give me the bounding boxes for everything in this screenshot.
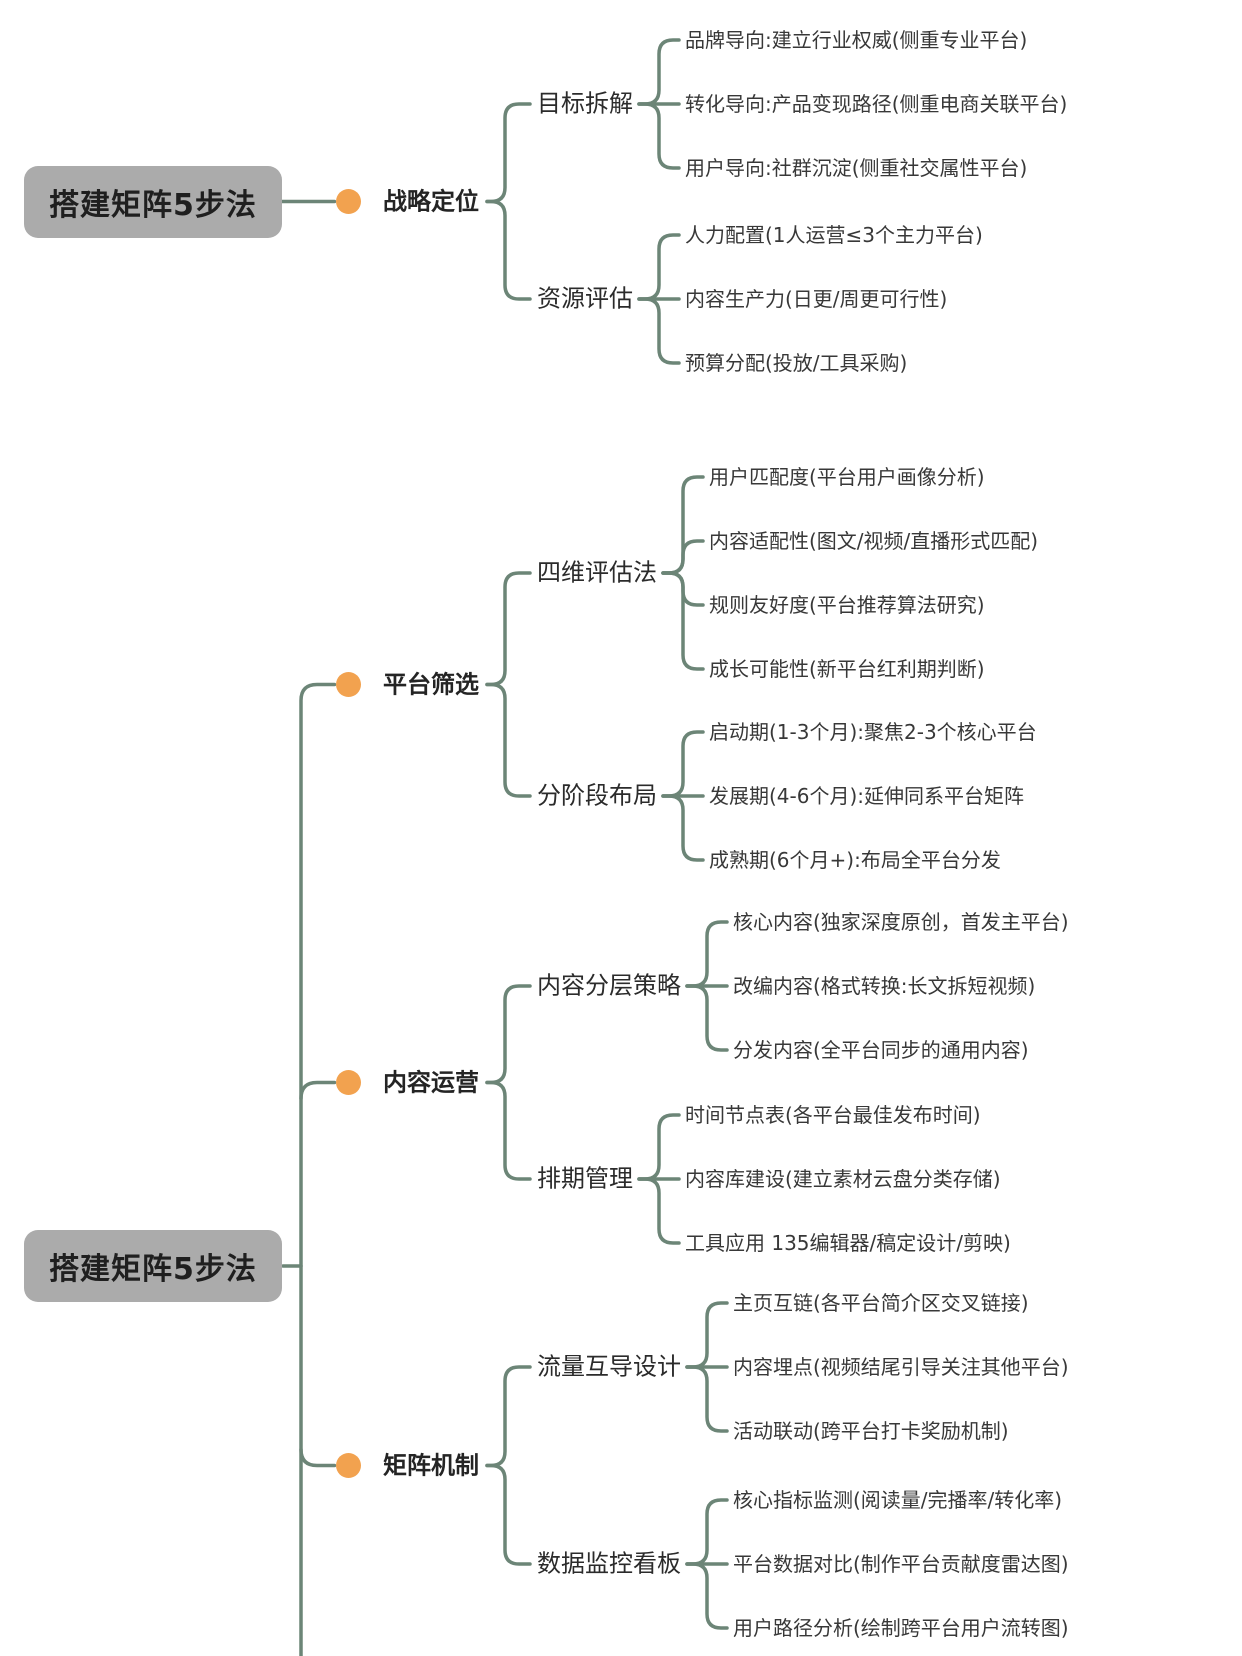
branch-bullet-icon [335, 672, 361, 697]
connector-line [485, 682, 532, 798]
connector-line [685, 1562, 729, 1630]
branch-topic[interactable]: 平台筛选 [383, 670, 479, 699]
connector-line [485, 199, 532, 301]
leaf-topic[interactable]: 人力配置(1人运营≤3个主力平台) [685, 223, 983, 247]
leaf-topic[interactable]: 分发内容(全平台同步的通用内容) [733, 1038, 1029, 1062]
root-topic[interactable]: 搭建矩阵5步法 [24, 165, 282, 238]
connector-line [485, 1463, 532, 1566]
leaf-topic[interactable]: 启动期(1-3个月):聚焦2-3个核心平台 [709, 720, 1037, 744]
branch-bullet-icon [335, 1453, 361, 1478]
connector-line [661, 794, 705, 862]
connector-line [485, 1080, 532, 1181]
leaf-topic[interactable]: 规则友好度(平台推荐算法研究) [709, 593, 985, 617]
leaf-topic[interactable]: 内容埋点(视频结尾引导关注其他平台) [733, 1355, 1069, 1379]
connector-line [637, 1177, 681, 1245]
subtopic[interactable]: 分阶段布局 [537, 781, 657, 810]
leaf-topic[interactable]: 核心指标监测(阅读量/完播率/转化率) [733, 1488, 1063, 1512]
leaf-topic[interactable]: 用户路径分析(绘制跨平台用户流转图) [733, 1616, 1069, 1640]
branch-topic[interactable]: 矩阵机制 [383, 1451, 479, 1480]
connector-line [299, 1447, 337, 1468]
connector-line [637, 102, 681, 170]
leaf-topic[interactable]: 内容适配性(图文/视频/直播形式匹配) [709, 529, 1039, 553]
leaf-topic[interactable]: 时间节点表(各平台最佳发布时间) [685, 1103, 981, 1127]
subtopic[interactable]: 目标拆解 [537, 89, 633, 118]
connector-line [299, 682, 337, 1656]
connector-line [661, 571, 705, 671]
leaf-topic[interactable]: 活动联动(跨平台打卡奖励机制) [733, 1419, 1009, 1443]
branch-topic[interactable]: 战略定位 [383, 187, 479, 216]
connector-line [685, 984, 729, 1052]
leaf-topic[interactable]: 预算分配(投放/工具采购) [685, 351, 908, 375]
leaf-topic[interactable]: 平台数据对比(制作平台贡献度雷达图) [733, 1552, 1069, 1576]
connector-line [637, 297, 681, 365]
branch-bullet-icon [335, 189, 361, 214]
leaf-topic[interactable]: 内容生产力(日更/周更可行性) [685, 287, 948, 311]
leaf-topic[interactable]: 工具应用 135编辑器/稿定设计/剪映) [685, 1231, 1011, 1255]
root-topic[interactable]: 搭建矩阵5步法 [24, 1230, 282, 1302]
leaf-topic[interactable]: 发展期(4-6个月):延伸同系平台矩阵 [709, 784, 1025, 808]
branch-bullet-icon [335, 1070, 361, 1095]
subtopic[interactable]: 四维评估法 [537, 558, 657, 587]
subtopic[interactable]: 资源评估 [537, 284, 633, 313]
subtopic[interactable]: 排期管理 [537, 1164, 633, 1193]
leaf-topic[interactable]: 用户导向:社群沉淀(侧重社交属性平台) [685, 156, 1028, 180]
leaf-topic[interactable]: 成长可能性(新平台红利期判断) [709, 657, 985, 681]
leaf-topic[interactable]: 品牌导向:建立行业权威(侧重专业平台) [685, 28, 1028, 52]
subtopic[interactable]: 数据监控看板 [537, 1549, 681, 1578]
leaf-topic[interactable]: 转化导向:产品变现路径(侧重电商关联平台) [685, 92, 1068, 116]
connector-line [299, 1080, 337, 1101]
leaf-topic[interactable]: 内容库建设(建立素材云盘分类存储) [685, 1167, 1001, 1191]
leaf-topic[interactable]: 主页互链(各平台简介区交叉链接) [733, 1291, 1029, 1315]
leaf-topic[interactable]: 改编内容(格式转换:长文拆短视频) [733, 974, 1036, 998]
leaf-topic[interactable]: 成熟期(6个月+):布局全平台分发 [709, 848, 1001, 872]
subtopic[interactable]: 内容分层策略 [537, 971, 681, 1000]
branch-topic[interactable]: 内容运营 [383, 1068, 479, 1097]
leaf-topic[interactable]: 核心内容(独家深度原创，首发主平台) [733, 910, 1069, 934]
connector-line [685, 1365, 729, 1433]
subtopic[interactable]: 流量互导设计 [537, 1352, 681, 1381]
leaf-topic[interactable]: 用户匹配度(平台用户画像分析) [709, 465, 985, 489]
